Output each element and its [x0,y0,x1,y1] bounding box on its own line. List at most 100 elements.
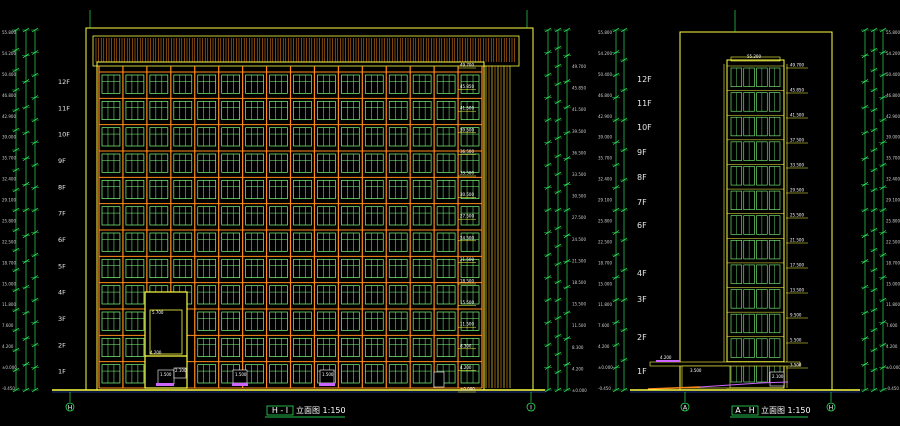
window [125,127,145,147]
parapet-slats [95,38,515,62]
podium-canopy [649,361,801,367]
window [317,127,336,147]
elevation-left-text: 4.200 [2,344,14,349]
canopy-label: 4.200 [660,355,672,360]
elevation-right-drawing-left-text: 25.800 [598,218,612,223]
floor-label-right: 2F [637,333,647,342]
tower-tag-text: 21.500 [790,238,804,243]
window [341,364,360,384]
elevation-right-text: ±0.000 [572,388,587,393]
axis-h-label: H [68,405,73,412]
elevation-right-drawing-right-text: 22.500 [886,239,900,244]
floor-label-left: 2F [58,341,66,349]
window [293,153,312,173]
window [388,232,408,252]
window [293,206,312,226]
window [101,206,121,226]
window [364,285,384,305]
window [269,337,288,358]
window [317,206,336,226]
floor-label-left: 12F [58,78,70,86]
window [101,311,121,331]
window [197,311,217,331]
window [364,127,384,147]
tower-tag-text: 13.500 [790,288,804,293]
window [460,153,480,173]
elevation-tag-text: 11.500 [460,322,474,327]
window [341,127,360,147]
floor-label-left: 4F [58,289,66,297]
window [221,100,240,121]
elevation-right-text: 18.500 [572,280,586,285]
window [269,100,288,121]
window [269,258,288,279]
floor-label-right: 11F [637,99,652,108]
window [436,258,456,279]
window [412,100,432,121]
window [173,100,193,121]
elevation-tag-text: 21.500 [460,257,474,262]
window [173,179,193,200]
window [221,258,240,279]
floor-label-right: 9F [637,148,647,157]
window [149,206,169,226]
window [293,179,312,200]
elevation-right-drawing-left-text: 42.900 [598,114,612,119]
tower-tag-text: 25.500 [790,213,804,218]
window [364,206,384,226]
window [149,100,169,121]
window [197,153,217,173]
window [245,258,264,279]
elevation-right-text: 11.500 [572,323,586,328]
window [197,258,217,279]
floor-label-right: 12F [637,75,652,84]
entrance-low-label: 4.200 [150,350,162,355]
floor-label-left: 1F [58,368,66,376]
window [197,206,217,226]
tower-top-label: 55.200 [747,54,761,59]
window [245,206,264,226]
window [125,74,145,94]
window [317,179,336,200]
elevation-right-text: 30.500 [572,194,586,199]
elevation-right-drawing-left-text: 15.000 [598,281,612,286]
window [412,337,432,358]
window [436,232,456,252]
window [173,74,193,94]
elevation-tag-text: 15.500 [460,300,474,305]
elevation-right-drawing-left-text: 4.200 [598,344,610,349]
window [293,311,312,331]
window [436,153,456,173]
elevation-right-drawing-right-text: 35.700 [886,156,900,161]
elevation-right-drawing-right-text: 7.600 [886,323,898,328]
window [149,153,169,173]
window [436,100,456,121]
elevation-right-text: 36.500 [572,150,586,155]
elevation-left-text: 55.800 [2,30,16,35]
ramp-orange [647,386,701,390]
elevation-tag-text: 33.500 [460,171,474,176]
elevation-right-drawing-left-text: 7.600 [598,323,610,328]
elevation-tag-text: 18.500 [460,279,474,284]
elevation-tag-text: 4.200 [460,365,472,370]
window [245,364,264,384]
entry-label: 3.500 [690,368,702,373]
right-title-text: 立面图 1:150 [761,405,811,415]
window [436,179,456,200]
window [269,206,288,226]
floor-label-right: 3F [637,295,647,304]
elevation-left-text: 15.000 [2,281,16,286]
window [245,100,264,121]
window [341,153,360,173]
axis-h2-label: H [829,405,834,412]
elevation-left-text: 7.600 [2,323,14,328]
window [221,285,240,305]
elevation-right-drawing-right-text: 50.400 [886,72,900,77]
window [364,258,384,279]
elevation-right-text: 24.500 [572,237,586,242]
tower-tag-text: 17.500 [790,263,804,268]
floor-label-left: 10F [58,131,70,139]
window [221,179,240,200]
elevation-left-text: 32.400 [2,177,16,182]
